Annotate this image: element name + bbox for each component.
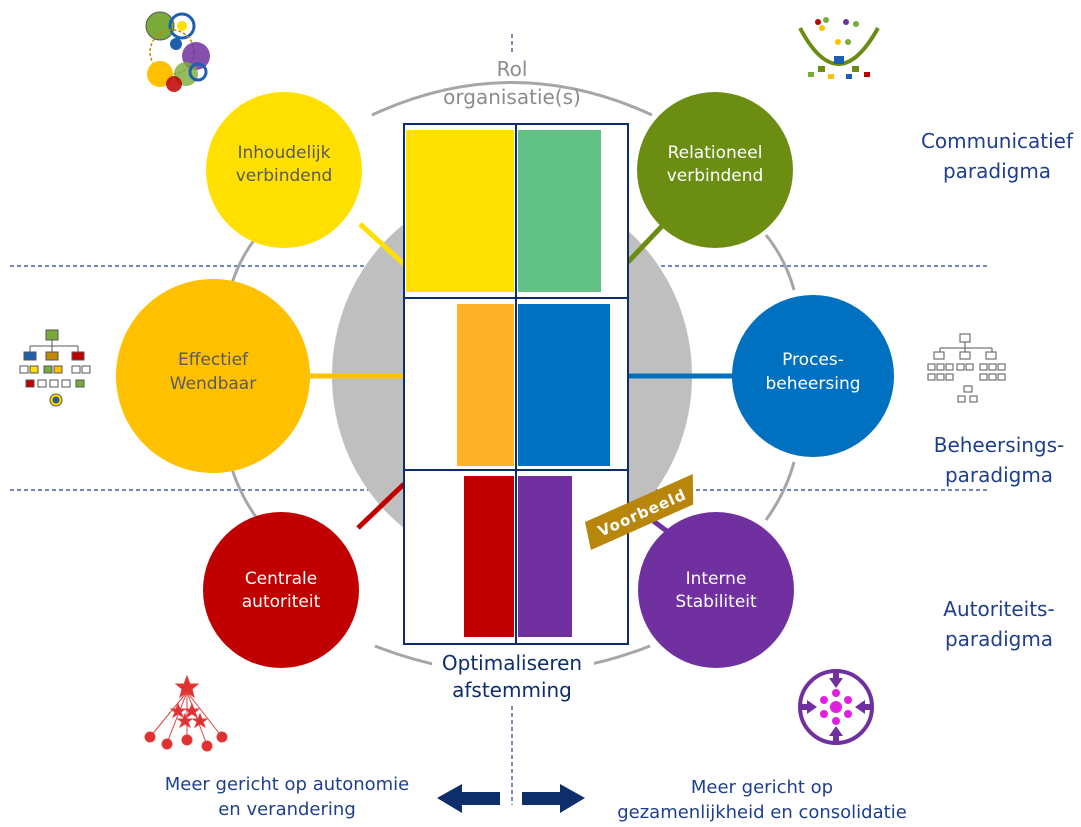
paradigm-communicatief-line2: paradigma xyxy=(943,159,1051,183)
circle-inhoudelijk-line2: verbindend xyxy=(236,166,333,186)
circle-effectief-disc xyxy=(116,279,310,473)
circle-centrale-disc xyxy=(203,512,359,668)
circle-relationeel-line1: Relationeel xyxy=(668,143,763,163)
bar-bot-left xyxy=(464,476,514,637)
overlap-circles-icon xyxy=(145,11,210,92)
paradigm-beheersing-line1: Beheersings- xyxy=(934,433,1065,457)
top-label-line2: organisatie(s) xyxy=(443,85,581,109)
outer-ring-right-upper xyxy=(764,234,796,291)
right-arrow-icon xyxy=(522,784,585,813)
circle-inhoudelijk-disc xyxy=(206,92,362,248)
bottom-right-caption-line1: Meer gericht op xyxy=(691,777,833,798)
circle-interne-disc xyxy=(638,512,794,668)
circle-relationeel-line2: verbindend xyxy=(667,166,764,186)
circle-proces: Proces- beheersing xyxy=(732,295,894,457)
paradigm-autoriteit-line2: paradigma xyxy=(945,627,1053,651)
bottom-left-caption-line2: en verandering xyxy=(218,799,356,820)
circle-effectief: Effectief Wendbaar xyxy=(116,279,310,473)
circle-effectief-line2: Wendbaar xyxy=(170,374,256,394)
circle-centrale-line1: Centrale xyxy=(245,569,317,589)
paradigm-autoriteit-line1: Autoriteits- xyxy=(943,597,1054,621)
circle-relationeel-disc xyxy=(637,92,793,248)
org-chart-colored-icon xyxy=(19,329,91,407)
outer-ring-top xyxy=(371,81,653,117)
paradigm-beheersing-line2: paradigma xyxy=(945,463,1053,487)
circle-proces-line1: Proces- xyxy=(782,350,844,370)
circle-proces-line2: beheersing xyxy=(765,374,860,394)
bar-mid-right xyxy=(518,304,610,466)
outer-ring-left-lower xyxy=(228,461,260,521)
bar-top-right xyxy=(518,130,601,292)
circle-centrale: Centrale autoriteit xyxy=(203,512,359,668)
star-hierarchy-icon xyxy=(144,674,228,752)
bar-bot-right xyxy=(518,476,572,637)
circle-inhoudelijk: Inhoudelijk verbindend xyxy=(206,92,362,248)
org-chart-gray-icon xyxy=(927,333,1006,403)
spoke-interne xyxy=(650,518,670,534)
semicircle-network-icon xyxy=(798,17,880,79)
bar-mid-left xyxy=(457,304,514,466)
circle-centrale-line2: autoriteit xyxy=(242,592,321,612)
top-label-line1: Rol xyxy=(497,57,528,81)
outer-ring-right-lower xyxy=(764,461,796,521)
circle-interne: Interne Stabiliteit xyxy=(638,512,794,668)
spoke-centrale xyxy=(356,482,406,530)
bottom-right-caption-line2: gezamenlijkheid en consolidatie xyxy=(617,802,907,823)
circle-interne-line2: Stabiliteit xyxy=(675,592,757,612)
centered-arrows-icon xyxy=(798,669,874,745)
circle-relationeel: Relationeel verbindend xyxy=(637,92,793,248)
bottom-label-bg xyxy=(432,645,594,703)
voorbeeld-badge-shape xyxy=(585,474,694,551)
bottom-left-caption-line1: Meer gericht op autonomie xyxy=(165,774,410,795)
left-arrow-icon xyxy=(437,784,500,813)
spoke-inhoudelijk xyxy=(358,222,408,268)
circle-inhoudelijk-line1: Inhoudelijk xyxy=(237,143,330,163)
paradigm-communicatief-line1: Communicatief xyxy=(921,129,1074,153)
circle-proces-disc xyxy=(732,295,894,457)
bar-top-left xyxy=(406,130,514,292)
bottom-label-line1: Optimaliseren xyxy=(442,651,582,675)
spoke-relationeel xyxy=(626,222,666,264)
circle-effectief-line1: Effectief xyxy=(178,350,249,370)
bottom-label-line2: afstemming xyxy=(452,678,572,702)
circle-interne-line1: Interne xyxy=(686,569,747,589)
